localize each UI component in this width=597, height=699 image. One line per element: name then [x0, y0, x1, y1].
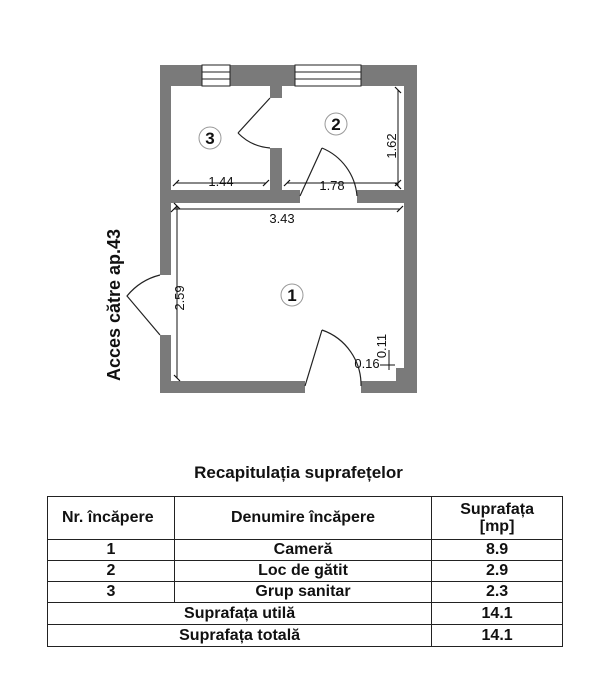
table-header-row: Nr. încăpere Denumire încăpere Suprafața… [47, 496, 563, 540]
svg-text:1: 1 [287, 286, 296, 305]
area-summary-table: Nr. încăpere Denumire încăpere Suprafața… [46, 496, 563, 647]
wall-top-right [361, 65, 417, 86]
door-bathroom [237, 97, 271, 149]
dim-room2-width: 1.78 [319, 178, 344, 193]
header-area-line2: [mp] [479, 518, 515, 535]
row-name: Grup sanitar [173, 581, 433, 603]
header-area: Suprafața [mp] [431, 496, 563, 540]
dim-room2-height: 1.62 [384, 133, 399, 158]
door-entrance [126, 274, 161, 336]
dim-niche-depth: 0.11 [374, 334, 389, 358]
table-row: 3 Grup sanitar 2.3 [47, 581, 563, 603]
wall-right-niche [396, 368, 417, 393]
total-area-row: Suprafața totală 14.1 [46, 624, 563, 647]
doors [126, 97, 362, 387]
access-label: Acces către ap.43 [104, 229, 124, 381]
dim-room1-width: 3.43 [269, 211, 294, 226]
dim-niche-width: 0.16 [354, 356, 379, 371]
row-name: Cameră [173, 539, 433, 561]
wall-mid-left [171, 190, 300, 203]
total-area-value: 14.1 [431, 624, 563, 647]
useful-area-label: Suprafața utilă [46, 602, 433, 625]
table-title: Recapitulația suprafețelor [194, 463, 403, 482]
wall-partition-bottom [270, 148, 282, 190]
room-2-label: 2 [324, 112, 348, 136]
svg-text:2: 2 [331, 115, 340, 134]
floor-plan: 1.44 1.78 1.62 3.43 2.59 0.16 0.11 3 2 1… [104, 64, 417, 393]
table-row: 1 Cameră 8.9 [47, 539, 563, 561]
door-bottom [304, 329, 362, 387]
windows [201, 64, 362, 87]
wall-top-middle [230, 65, 295, 86]
row-area: 2.9 [431, 560, 563, 582]
wall-mid-right [357, 190, 404, 203]
row-number: 2 [47, 560, 175, 582]
row-area: 2.3 [431, 581, 563, 603]
dim-room1-height: 2.59 [172, 285, 187, 310]
wall-bottom-left [160, 381, 305, 393]
row-name: Loc de gătit [173, 560, 433, 582]
table-row: 2 Loc de gătit 2.9 [47, 560, 563, 582]
total-area-label: Suprafața totală [46, 624, 433, 647]
window-bathroom [201, 64, 231, 87]
row-number: 3 [47, 581, 175, 603]
wall-left-upper [160, 65, 171, 275]
dim-room3-width: 1.44 [208, 174, 233, 189]
wall-left-lower [160, 335, 171, 393]
window-kitchen [294, 64, 362, 87]
room-1-label: 1 [280, 283, 304, 307]
useful-area-row: Suprafața utilă 14.1 [46, 602, 563, 625]
useful-area-value: 14.1 [431, 602, 563, 625]
room-3-label: 3 [198, 126, 222, 150]
header-number: Nr. încăpere [47, 496, 175, 540]
dimension-lines [170, 86, 404, 382]
header-area-line1: Suprafața [460, 501, 534, 518]
walls [160, 65, 417, 393]
row-number: 1 [47, 539, 175, 561]
svg-text:3: 3 [205, 129, 214, 148]
door-kitchen [299, 147, 358, 197]
wall-partition-top [270, 86, 282, 98]
header-name: Denumire încăpere [173, 496, 433, 540]
row-area: 8.9 [431, 539, 563, 561]
wall-right-upper [404, 65, 417, 373]
